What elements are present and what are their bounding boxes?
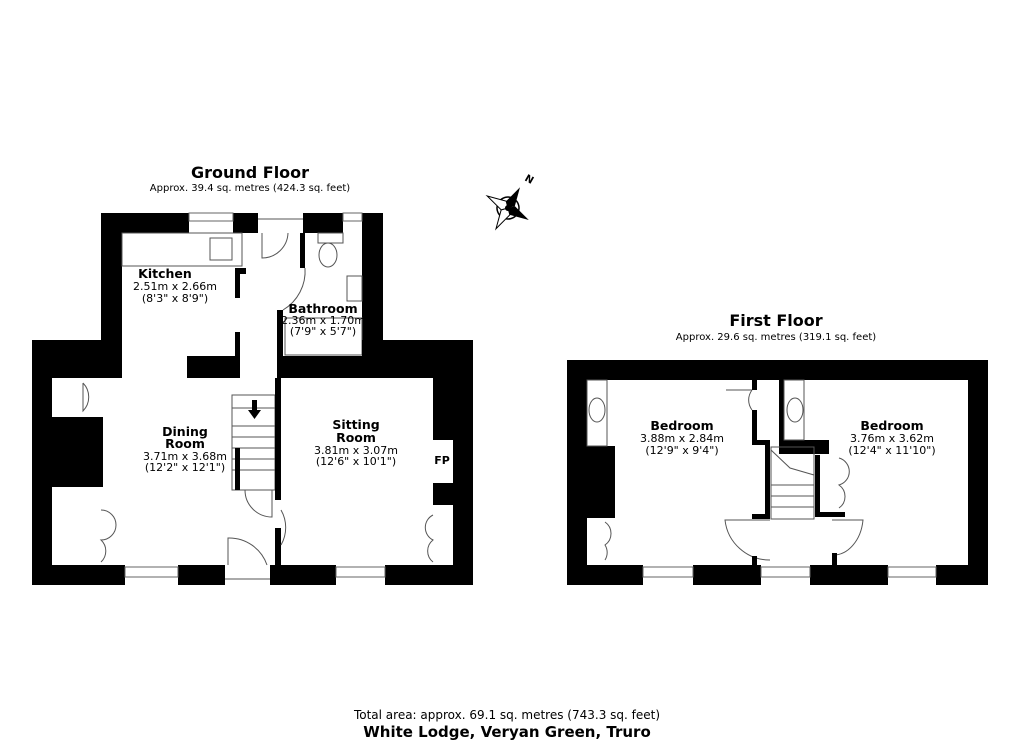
stairs-down-arrow-icon bbox=[248, 400, 261, 419]
property-name: White Lodge, Veryan Green, Truro bbox=[363, 723, 651, 741]
kitchen-metric: 2.51m x 2.66m bbox=[133, 280, 217, 293]
sitting-room-imperial: (12'6" x 10'1") bbox=[316, 455, 396, 468]
ground-floor-title: Ground Floor bbox=[191, 163, 309, 182]
bedroom-1-metric: 3.88m x 2.84m bbox=[640, 432, 724, 445]
bedroom-2-metric: 3.76m x 3.62m bbox=[850, 432, 934, 445]
bathroom-label: Bathroom bbox=[288, 301, 357, 316]
bathroom-metric: 2.36m x 1.70m bbox=[281, 314, 365, 327]
ground-floor-plan bbox=[32, 212, 473, 585]
bedroom-1-label: Bedroom bbox=[650, 418, 713, 433]
dining-room-metric: 3.71m x 3.68m bbox=[143, 450, 227, 463]
fireplace-label: FP bbox=[434, 454, 450, 467]
first-floor-area: Approx. 29.6 sq. metres (319.1 sq. feet) bbox=[676, 332, 876, 343]
sitting-room-label-1: Sitting bbox=[332, 417, 379, 432]
bathroom-imperial: (7'9" x 5'7") bbox=[290, 325, 356, 338]
dining-room-imperial: (12'2" x 12'1") bbox=[145, 461, 225, 474]
bedroom-2-label: Bedroom bbox=[860, 418, 923, 433]
first-floor-plan bbox=[567, 360, 988, 585]
bedroom-2-imperial: (12'4" x 11'10") bbox=[848, 444, 935, 457]
kitchen-imperial: (8'3" x 8'9") bbox=[142, 292, 208, 305]
dining-room-label-2: Room bbox=[165, 436, 205, 451]
compass-icon bbox=[485, 187, 529, 231]
first-floor-title: First Floor bbox=[729, 311, 822, 330]
ground-floor-area: Approx. 39.4 sq. metres (424.3 sq. feet) bbox=[150, 183, 350, 194]
bedroom-1-imperial: (12'9" x 9'4") bbox=[645, 444, 718, 457]
sitting-room-metric: 3.81m x 3.07m bbox=[314, 444, 398, 457]
compass-north-label: N bbox=[523, 173, 536, 187]
total-area: Total area: approx. 69.1 sq. metres (743… bbox=[353, 708, 660, 722]
kitchen-label: Kitchen bbox=[138, 266, 192, 281]
sitting-room-label-2: Room bbox=[336, 430, 376, 445]
dining-room-label-1: Dining bbox=[162, 424, 208, 439]
